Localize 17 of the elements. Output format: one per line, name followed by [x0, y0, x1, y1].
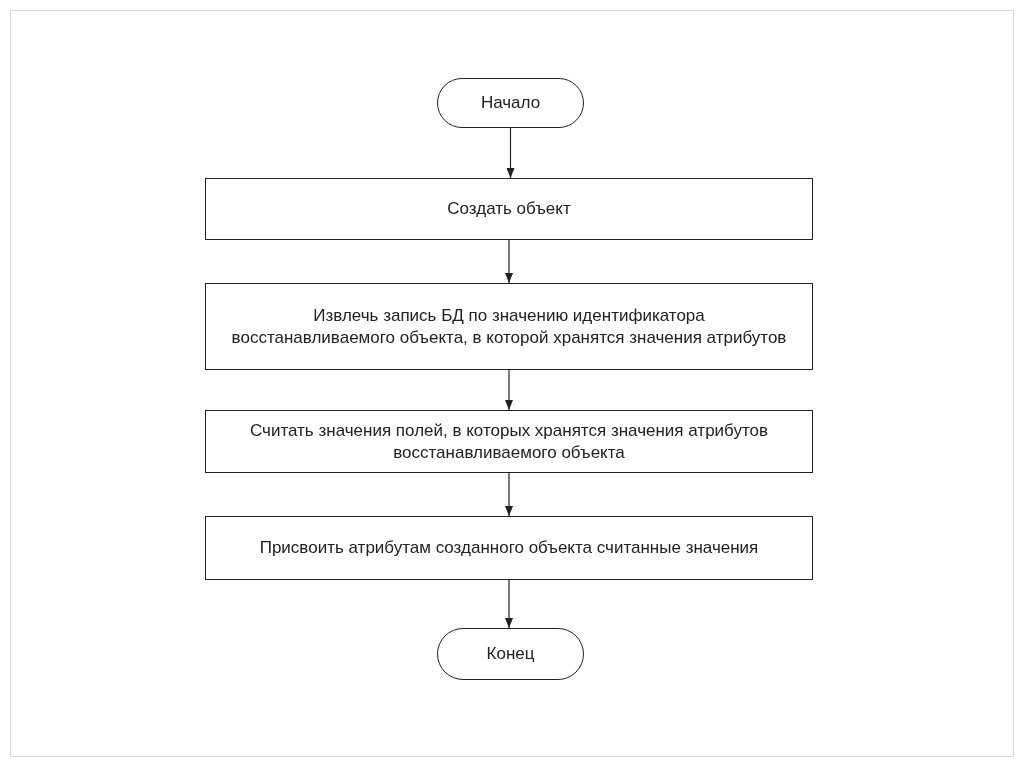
node-text: Создать объект	[447, 198, 571, 220]
process-box	[205, 410, 813, 473]
node-text: Конец	[486, 643, 535, 665]
node-text: Присвоить атрибутам созданного объекта считанные значения	[259, 537, 759, 559]
node-text: Начало	[480, 92, 541, 114]
terminal-shape	[437, 628, 584, 680]
node-text: Считать значения полей, в которых хранятся значения атрибутов восстанавливаемого объекта	[248, 419, 770, 464]
process-box	[205, 283, 813, 370]
arrow	[505, 239, 513, 284]
terminal-shape	[437, 78, 584, 128]
process-box	[205, 178, 813, 240]
arrow	[505, 472, 513, 517]
process-box	[205, 516, 813, 580]
node-text: Извлечь запись БД по значению идентификатора восстанавливаемого объекта, в которой хранятся значения атрибутов	[230, 304, 788, 349]
arrow	[505, 579, 513, 629]
arrow	[506, 127, 515, 179]
arrow	[505, 369, 513, 411]
